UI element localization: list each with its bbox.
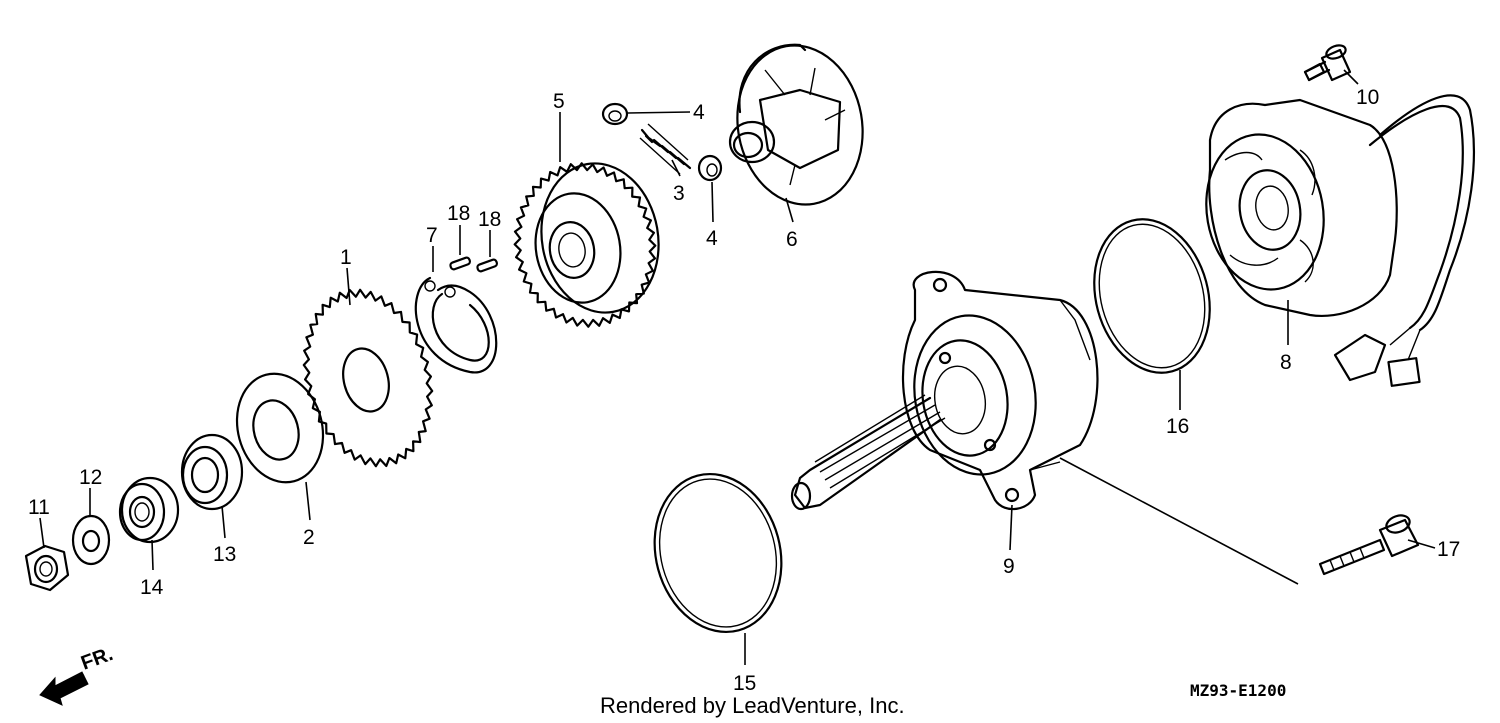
part-4-cap-upper[interactable] <box>601 102 629 126</box>
part-3-spring[interactable] <box>639 123 692 175</box>
part-13-collar[interactable] <box>180 433 244 511</box>
callout-18-right[interactable]: 18 <box>478 208 501 231</box>
callout-8[interactable]: 8 <box>1280 351 1292 374</box>
part-1-gear[interactable] <box>302 288 434 468</box>
callout-6[interactable]: 6 <box>786 228 798 251</box>
part-15-o-ring[interactable] <box>637 460 798 647</box>
part-4-cap-lower[interactable] <box>697 154 723 182</box>
callout-10[interactable]: 10 <box>1356 86 1379 109</box>
part-8-stator-cover[interactable] <box>1194 94 1475 387</box>
callout-18-left[interactable]: 18 <box>447 202 470 225</box>
part-16-o-ring[interactable] <box>1078 206 1227 386</box>
callout-17[interactable]: 17 <box>1437 538 1460 561</box>
part-17-bolt[interactable] <box>1318 512 1420 576</box>
front-direction-label: FR. <box>78 643 116 675</box>
callout-9[interactable]: 9 <box>1003 555 1015 578</box>
rendered-by-caption: Rendered by LeadVenture, Inc. <box>600 693 905 718</box>
leader-lines <box>39 69 1436 665</box>
gear1-teeth <box>302 288 434 468</box>
callout-15[interactable]: 15 <box>733 672 756 695</box>
part-10-bolt[interactable] <box>1303 43 1352 82</box>
callout-3[interactable]: 3 <box>673 182 685 205</box>
callout-14[interactable]: 14 <box>140 576 164 599</box>
callout-5[interactable]: 5 <box>553 90 565 113</box>
part-5-clutch-outer[interactable] <box>513 154 670 328</box>
part-2-washer[interactable] <box>225 364 335 492</box>
front-direction-arrow-icon <box>39 671 89 706</box>
diagram-code: MZ93-E1200 <box>1190 681 1286 700</box>
part-12-washer[interactable] <box>71 514 111 566</box>
part-18-pins[interactable] <box>449 256 499 273</box>
part-6-hub[interactable] <box>725 35 875 214</box>
part-14-bearing[interactable] <box>118 476 180 544</box>
callout-11[interactable]: 11 <box>28 496 50 519</box>
callout-13[interactable]: 13 <box>213 543 236 566</box>
callout-16[interactable]: 16 <box>1166 415 1189 438</box>
part-11-nut[interactable] <box>24 544 70 592</box>
callout-labels: 1 2 3 4 4 5 6 7 8 9 10 11 12 13 14 15 16… <box>28 86 1460 695</box>
part-7-circlip[interactable] <box>414 276 498 374</box>
callout-7[interactable]: 7 <box>426 224 438 247</box>
callout-4-upper[interactable]: 4 <box>693 101 705 124</box>
callout-2[interactable]: 2 <box>303 526 315 549</box>
part-9-shaft-assembly[interactable] <box>790 270 1099 511</box>
callout-12[interactable]: 12 <box>79 466 102 489</box>
callout-1[interactable]: 1 <box>340 246 352 269</box>
callout-4-lower[interactable]: 4 <box>706 227 718 250</box>
